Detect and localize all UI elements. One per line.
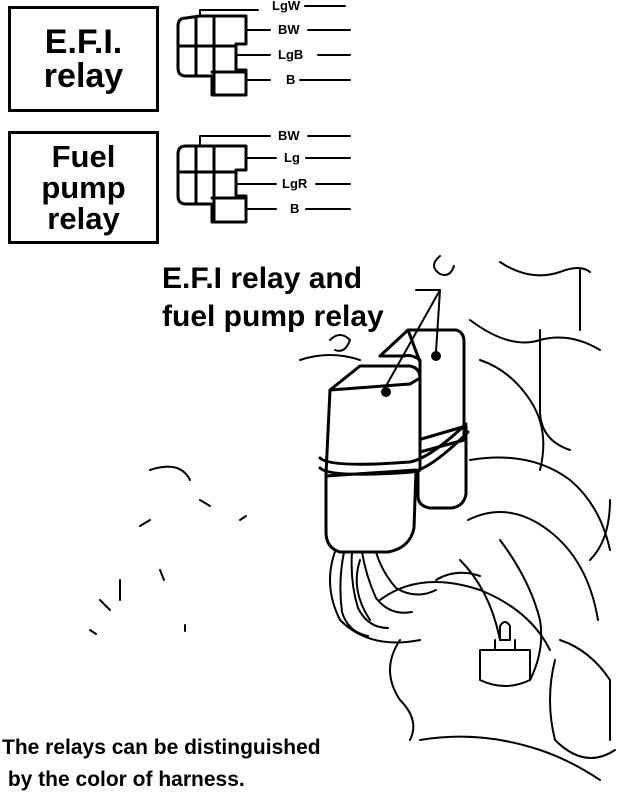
fuel-pump-relay-marker xyxy=(431,351,441,361)
fuel-pump-connector-icon xyxy=(176,144,248,224)
efi-relay-marker xyxy=(381,387,391,397)
efi-relay-label-box: E.F.I. relay xyxy=(8,6,159,112)
fuel-pump-relay-label-line3: relay xyxy=(47,201,120,236)
relay-callout-line2: fuel pump relay xyxy=(162,300,384,333)
caption-line2: by the color of harness. xyxy=(2,768,245,791)
efi-wire-label-1: LgW xyxy=(270,0,303,13)
caption: The relays can be distinguished by the c… xyxy=(2,732,321,796)
efi-wire-label-2: BW xyxy=(276,22,302,37)
efi-connector-icon xyxy=(176,14,248,97)
efi-wire-label-3: LgB xyxy=(276,47,306,62)
fuel-pump-wire-label-1: BW xyxy=(276,128,302,143)
fuel-pump-relay-label-line1: Fuel xyxy=(51,139,116,174)
fuel-pump-relay-label-box: Fuel pump relay xyxy=(8,131,159,244)
efi-relay-label-line1: E.F.I. xyxy=(44,23,123,61)
fuel-pump-wire-label-4: B xyxy=(288,201,302,216)
caption-line1: The relays can be distinguished xyxy=(2,736,321,759)
relay-callout-line1: E.F.I relay and xyxy=(162,262,363,295)
fuel-pump-relay-label-line2: pump xyxy=(41,170,126,205)
efi-relay-label-line2: relay xyxy=(43,57,124,95)
efi-relay-body xyxy=(318,364,470,554)
fuel-pump-wire-label-2: Lg xyxy=(282,150,302,165)
efi-wire-label-4: B xyxy=(284,72,298,87)
fuel-pump-wire-label-3: LgR xyxy=(280,176,310,191)
fuel-pump-relay-body xyxy=(378,328,468,510)
engine-bay-sketch xyxy=(89,255,616,781)
relay-harness xyxy=(339,551,481,637)
